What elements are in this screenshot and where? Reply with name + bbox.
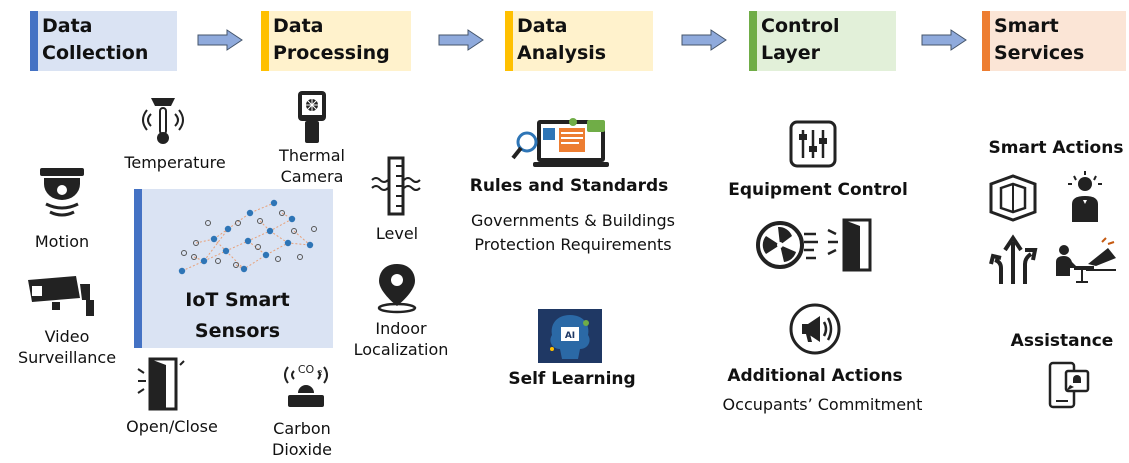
flow-arrow-icon [197, 29, 243, 51]
stage-accent-bar [30, 11, 38, 71]
stage-accent-bar [749, 11, 757, 71]
svg-text:AI: AI [565, 331, 575, 341]
stage-accent-bar [982, 11, 990, 71]
stage-title-line2: Collection [42, 42, 149, 64]
rules-standards-title: Rules and Standards [469, 176, 669, 196]
iot-smart-sensors-panel: IoT Smart Sensors [134, 189, 333, 348]
level-label: Level [375, 224, 419, 243]
indoor-localization-label: Indoor Localization [346, 318, 456, 360]
stage-title-line1: Smart [994, 15, 1059, 37]
additional-actions-title: Additional Actions [727, 366, 903, 386]
rules-standards-text: Governments & Buildings Protection Requi… [470, 211, 675, 254]
route-arrows-icon [989, 234, 1038, 284]
stage-header-data-collection: Data Collection [30, 11, 177, 71]
indoor-localization-text: Indoor Localization [353, 319, 449, 359]
room-box-icon [989, 174, 1037, 222]
stage-title-line1: Data [517, 15, 568, 37]
smart-person-icon [1068, 171, 1102, 222]
stage-title-line2: Layer [761, 42, 820, 64]
panel-accent-bar [134, 189, 142, 348]
level-sensor-icon [371, 156, 421, 216]
temperature-label: Temperature [124, 153, 226, 172]
fan-icon [756, 221, 818, 269]
equalizer-controls-icon [789, 120, 837, 168]
door-sensor-icon [137, 357, 185, 411]
video-camera-icon [28, 276, 94, 316]
video-surveillance-text: Video Surveillance [17, 327, 117, 367]
door-icon [827, 218, 872, 272]
flow-arrow-icon [921, 29, 967, 51]
megaphone-icon [789, 303, 841, 355]
stage-accent-bar [261, 11, 269, 71]
stage-title-line1: Control [761, 15, 840, 37]
temperature-sensor-icon [142, 98, 184, 144]
flow-arrow-icon [681, 29, 727, 51]
svg-text:CO: CO [298, 363, 315, 376]
stage-accent-bar [505, 11, 513, 71]
thermal-camera-text: Thermal Camera [279, 146, 345, 186]
occupants-commitment-label: Occupants’ Commitment [722, 395, 923, 414]
self-learning-title: Self Learning [508, 369, 636, 389]
video-surveillance-label: Video Surveillance [6, 326, 128, 368]
carbon-dioxide-text: Carbon Dioxide [272, 419, 332, 459]
stage-header-data-analysis: Data Analysis [505, 11, 653, 71]
stage-title-line1: Data [42, 15, 93, 37]
rules-dashboard-icon [511, 118, 609, 167]
stage-header-smart-services: Smart Services [982, 11, 1126, 71]
stage-title-line2: Analysis [517, 42, 607, 64]
ai-learning-icon: AI [538, 309, 602, 363]
phone-assistance-icon [1048, 361, 1090, 409]
co2-sensor-icon: CO 2 [284, 363, 328, 407]
sensor-network-icon [178, 199, 317, 275]
location-pin-icon [377, 264, 417, 314]
carbon-dioxide-label: Carbon Dioxide [262, 418, 342, 460]
assistance-title: Assistance [1010, 331, 1114, 351]
motion-label: Motion [34, 232, 90, 251]
thermal-camera-label: Thermal Camera [262, 145, 362, 187]
stage-title-line2: Processing [273, 42, 390, 64]
iot-box-title-text: IoT Smart Sensors [185, 289, 290, 342]
equipment-control-title: Equipment Control [728, 180, 908, 200]
stage-header-control-layer: Control Layer [749, 11, 896, 71]
smart-actions-title: Smart Actions [988, 138, 1124, 158]
flow-arrow-icon [438, 29, 484, 51]
dashboard-desk-icon [1056, 237, 1116, 283]
stage-title-line1: Data [273, 15, 324, 37]
stage-header-data-processing: Data Processing [261, 11, 411, 71]
stage-title-line2: Services [994, 42, 1085, 64]
rules-standards-description: Governments & Buildings Protection Requi… [466, 209, 680, 257]
iot-box-title: IoT Smart Sensors [142, 285, 333, 347]
thermal-camera-icon [298, 91, 326, 143]
open-close-label: Open/Close [126, 417, 218, 436]
motion-sensor-icon [40, 168, 84, 217]
